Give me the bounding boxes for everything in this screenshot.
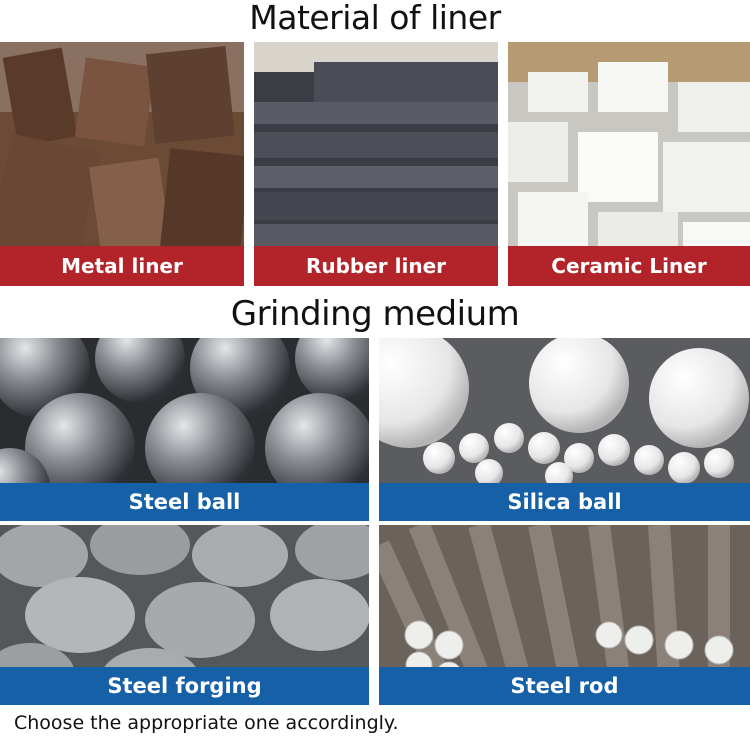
ceramic-liner-caption: Ceramic Liner: [508, 246, 750, 286]
footer-note: Choose the appropriate one accordingly.: [14, 712, 399, 734]
steel-forging-card: Steel forging: [0, 525, 369, 705]
silica-ball-card: Silica ball: [379, 338, 750, 521]
medium-section-title: Grinding medium: [230, 294, 520, 334]
steel-rod-caption: Steel rod: [379, 667, 750, 705]
steel-ball-caption: Steel ball: [0, 483, 369, 521]
ceramic-liner-card: Ceramic Liner: [508, 42, 750, 286]
liner-section-title: Material of liner: [249, 0, 501, 37]
silica-ball-caption: Silica ball: [379, 483, 750, 521]
steel-rod-card: Steel rod: [379, 525, 750, 705]
metal-liner-photo: [0, 42, 244, 286]
rubber-liner-card: Rubber liner: [254, 42, 498, 286]
metal-liner-caption: Metal liner: [0, 246, 244, 286]
rubber-liner-caption: Rubber liner: [254, 246, 498, 286]
steel-forging-caption: Steel forging: [0, 667, 369, 705]
metal-liner-card: Metal liner: [0, 42, 244, 286]
ceramic-liner-photo: [508, 42, 750, 286]
steel-ball-card: Steel ball: [0, 338, 369, 521]
